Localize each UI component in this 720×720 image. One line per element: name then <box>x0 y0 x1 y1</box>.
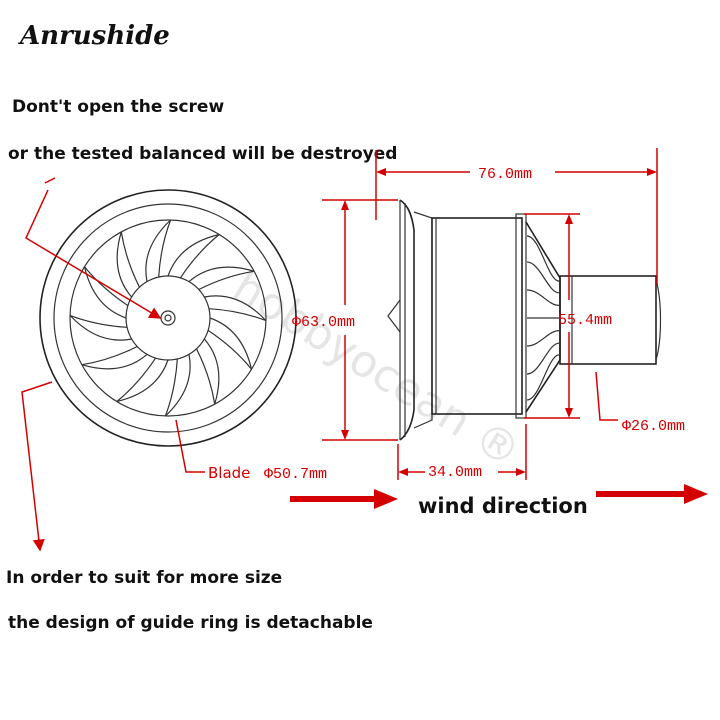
wind-direction-label: wind direction <box>418 494 588 518</box>
ring-note-line2: the design of guide ring is detachable <box>8 613 373 633</box>
rotor-blade <box>145 219 172 282</box>
spinner <box>387 299 401 333</box>
rotor-blade-edge <box>164 358 178 417</box>
stator-vane <box>526 235 560 282</box>
blade-leader <box>175 419 205 473</box>
guide-ring <box>53 203 283 433</box>
rotor-blade-edge <box>195 348 216 405</box>
housing-length-dimension: 34.0mm <box>428 464 482 481</box>
motor-end <box>655 279 662 361</box>
rotor-blade-edge <box>81 345 138 366</box>
rotor-blade <box>116 359 169 403</box>
diameter-dimension: Φ63.0mm <box>292 314 355 331</box>
motor-can <box>559 275 657 365</box>
ring-note-line1: In order to suit for more size <box>6 568 282 588</box>
screw-pointer-tip <box>44 177 56 184</box>
tail-cone <box>525 221 561 413</box>
screw-note-line2: or the tested balanced will be destroyed <box>8 144 397 164</box>
fan-side-view <box>387 199 662 441</box>
stator-vane <box>526 342 560 375</box>
housing-height-dimension: 55.4mm <box>558 312 612 329</box>
rotor-blade <box>203 338 220 405</box>
rotor-blade <box>164 354 191 417</box>
intake-lip <box>399 199 415 441</box>
stator-vane <box>526 330 560 347</box>
rotor-blade-edge <box>207 329 252 370</box>
rotor-blade-edge <box>116 357 157 402</box>
outer-ring <box>39 189 297 447</box>
rotor-blades <box>69 219 267 417</box>
brand-name: Anrushide <box>17 21 170 51</box>
rotor-blade <box>188 266 255 283</box>
wind-arrow-right <box>596 484 708 504</box>
shroud-ring <box>69 219 267 417</box>
rotor-blade <box>204 295 267 322</box>
rotor-blade <box>116 231 133 298</box>
wind-arrow-left <box>290 489 398 509</box>
screw-pointer-arrow <box>25 189 162 319</box>
screw-center <box>164 314 172 322</box>
rotor-blade-edge <box>198 270 255 291</box>
stator-vanes <box>526 235 560 401</box>
rotor-blade-edge <box>84 266 129 307</box>
rotor-blade-edge <box>179 234 220 279</box>
housing-rear-band <box>515 213 527 419</box>
stator-vane <box>526 354 560 401</box>
length-dimension: 76.0mm <box>478 166 532 183</box>
fan-front-view <box>39 189 297 447</box>
rotor-blade-edge <box>208 308 267 322</box>
stator-vane <box>526 289 560 306</box>
rotor-blade-edge <box>120 231 141 288</box>
rotor-blade <box>167 233 220 277</box>
stator-vane <box>526 261 560 294</box>
rotor-blade <box>69 314 132 341</box>
rotor-blade <box>209 317 253 370</box>
ring-pointer-arrow <box>21 381 53 552</box>
motor-leader <box>595 371 618 421</box>
motor-diameter-dimension: Φ26.0mm <box>622 418 685 435</box>
blade-label: Blade <box>208 464 250 482</box>
housing-body <box>431 217 523 415</box>
rotor-blade-edge <box>69 314 128 328</box>
hub <box>125 275 211 361</box>
rotor-blade-edge <box>158 219 172 278</box>
rotor-blade <box>81 353 148 370</box>
blade-dimension: Φ50.7mm <box>264 466 327 483</box>
screw-note-line1: Dont't open the screw <box>12 97 224 117</box>
